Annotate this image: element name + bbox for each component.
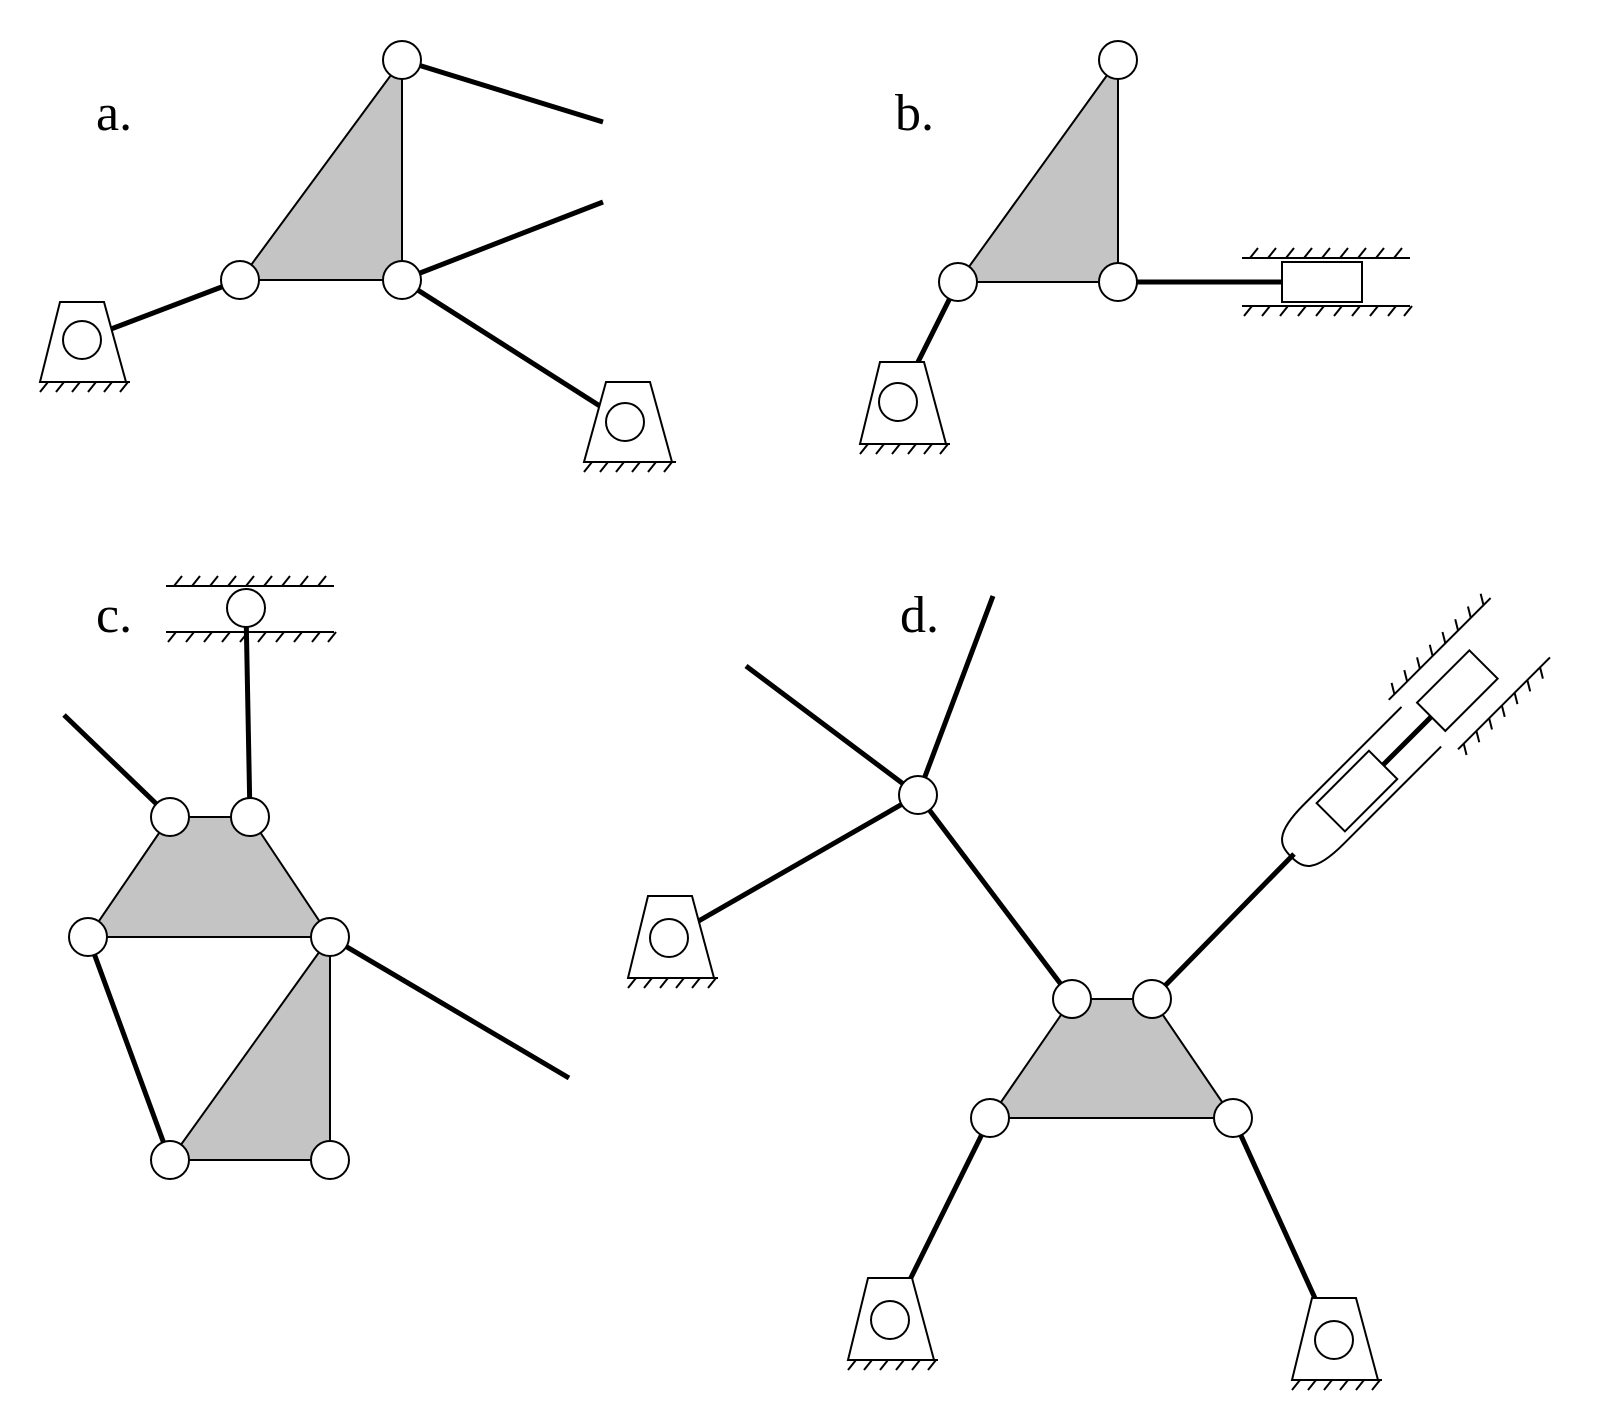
ground-pivot-joint — [1314, 1320, 1354, 1360]
pin-joint — [1052, 979, 1092, 1019]
ground-pivot-joint — [649, 918, 689, 958]
ground-pivot-joint — [605, 402, 645, 442]
pin-joint — [382, 40, 422, 80]
ground-pivot-joint — [870, 1300, 910, 1340]
slider-guide — [1242, 247, 1413, 317]
link-body-to-ground — [400, 277, 627, 425]
pin-joint — [310, 917, 350, 957]
ternary-link-body — [238, 56, 403, 281]
open-link-upper — [915, 595, 996, 796]
upper-trapezoid-body — [86, 816, 332, 938]
connector-link — [85, 936, 173, 1161]
panel-b-label: b. — [895, 85, 934, 142]
pin-joint — [1098, 262, 1138, 302]
pin-joint — [68, 917, 108, 957]
piston-rod — [1381, 715, 1433, 767]
pin-joint — [1132, 979, 1172, 1019]
open-link-right — [328, 934, 571, 1081]
panel-a-label: a. — [96, 85, 132, 142]
slider-rod — [243, 609, 253, 818]
ground-pivot-joint — [62, 320, 102, 360]
pin-joint — [150, 1140, 190, 1180]
link-node-to-body — [916, 793, 1074, 1001]
pin-joint — [220, 260, 260, 300]
cylinder-slider-assembly — [1281, 593, 1551, 867]
slider-block — [1415, 648, 1500, 733]
guide-rail-lower — [1457, 656, 1551, 751]
pin-joint — [898, 775, 938, 815]
pin-joint — [1098, 40, 1138, 80]
pin-joint — [382, 260, 422, 300]
pin-joint — [310, 1140, 350, 1180]
panel-c-label: c. — [96, 587, 132, 644]
ground-pivot-joint — [878, 382, 918, 422]
panel-d-label: d. — [900, 587, 939, 644]
pin-joint — [1213, 1098, 1253, 1138]
link-open-upper — [401, 57, 604, 125]
guide-rail-upper — [1388, 597, 1492, 701]
link-open-middle — [401, 199, 604, 283]
slider-joint — [226, 588, 266, 628]
pin-joint — [938, 262, 978, 302]
ternary-link-body — [956, 56, 1119, 283]
slider-guide — [166, 575, 337, 643]
slider-block — [1281, 261, 1363, 303]
pin-joint — [150, 797, 190, 837]
link-ground-to-node — [667, 792, 920, 941]
open-link-upper-left — [62, 713, 172, 819]
cylinder-housing — [1281, 706, 1442, 867]
pin-joint — [230, 797, 270, 837]
trapezoid-body — [988, 998, 1235, 1119]
lower-triangle-body — [168, 933, 331, 1161]
link-body-to-cylinder — [1150, 852, 1296, 1001]
panel-b: b. — [858, 40, 1413, 455]
panel-c: c. — [62, 575, 571, 1180]
pin-joint — [970, 1098, 1010, 1138]
panel-a: a. — [38, 40, 676, 473]
open-link-upper-left — [744, 664, 920, 797]
panel-d: d. — [626, 587, 1551, 1391]
